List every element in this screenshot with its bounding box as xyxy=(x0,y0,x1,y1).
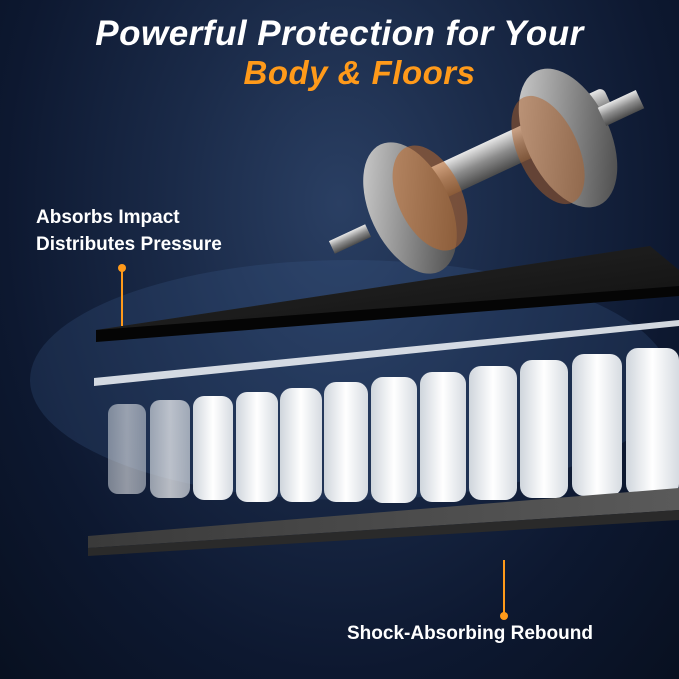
callout-top-line-1: Absorbs Impact xyxy=(36,207,180,228)
callout-top-line-2: Distributes Pressure xyxy=(36,234,222,255)
top-layer-edge xyxy=(96,286,679,342)
callout-top: Absorbs Impact Distributes Pressure xyxy=(36,204,222,258)
dumbbell-icon xyxy=(328,68,645,274)
top-layer xyxy=(96,246,679,335)
bottom-layer-edge xyxy=(88,510,679,556)
callout-dot-top xyxy=(118,264,126,272)
pocket-spring-icon xyxy=(108,348,679,503)
membrane-layer xyxy=(94,320,679,386)
headline-line-2: Body & Floors xyxy=(243,54,476,91)
bottom-layer xyxy=(88,488,679,548)
headline-line-1: Powerful Protection for Your xyxy=(95,14,584,53)
callout-dot-bottom xyxy=(500,612,508,620)
callout-bottom: Shock-Absorbing Rebound xyxy=(347,623,593,644)
